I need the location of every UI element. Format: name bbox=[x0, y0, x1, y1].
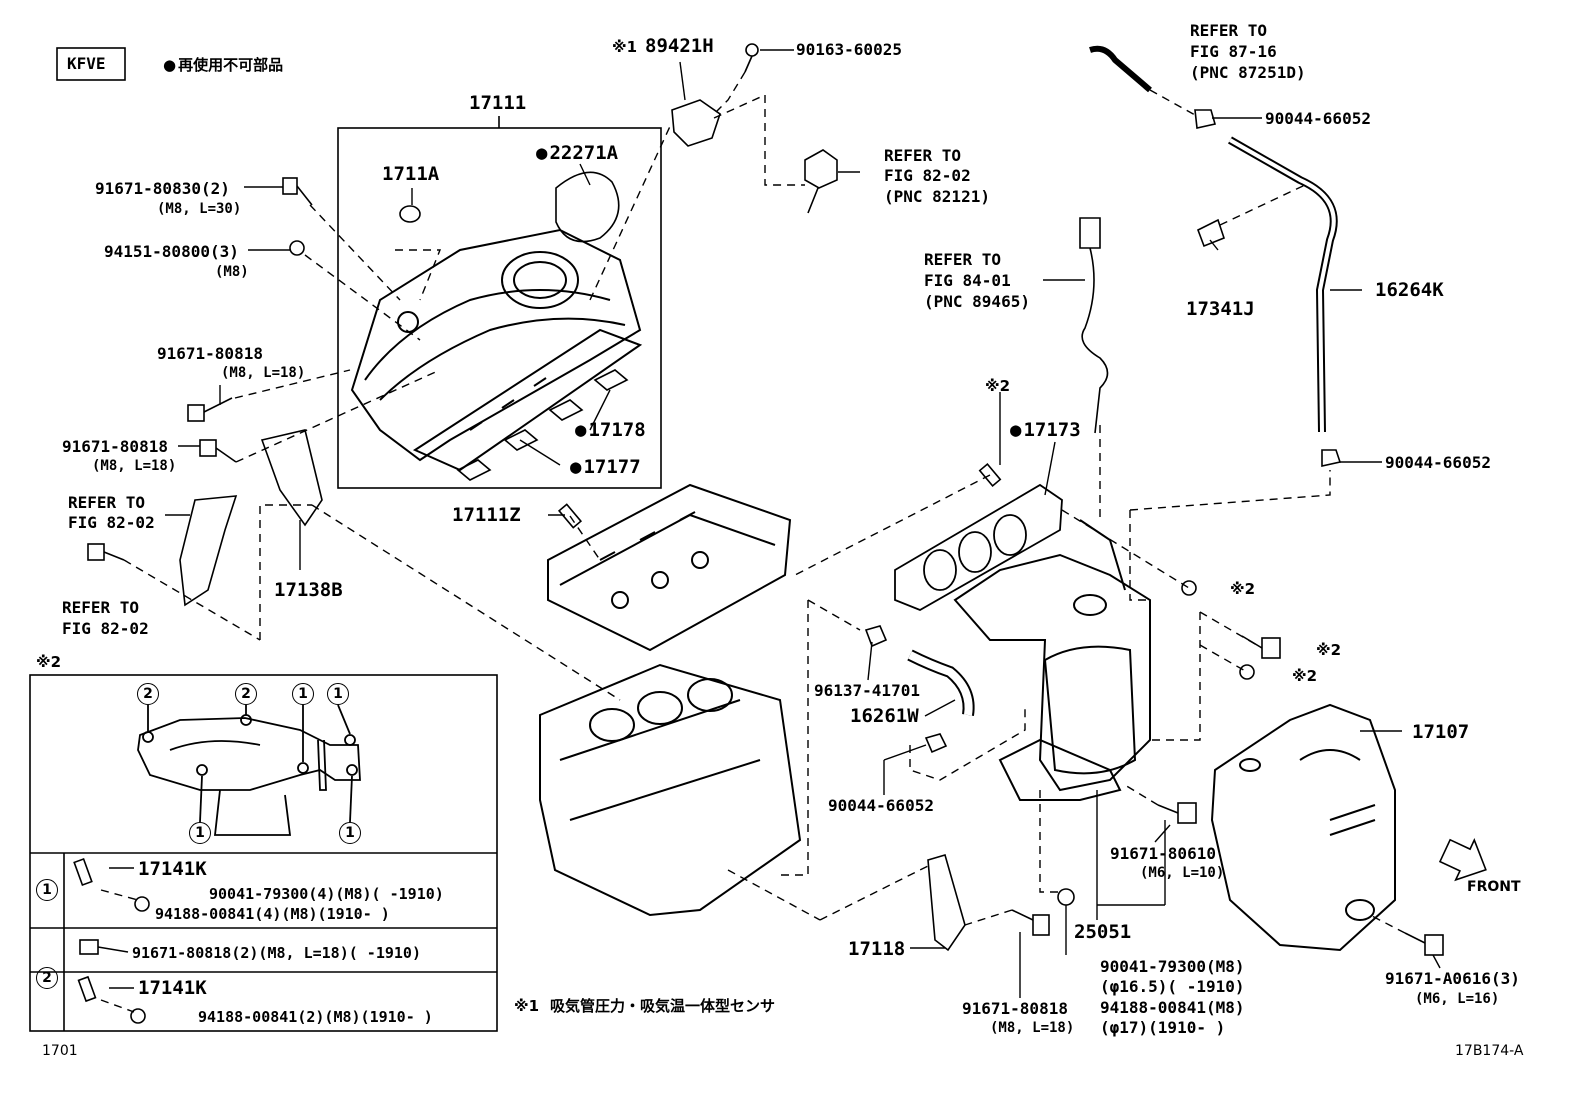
inset-row2-a[interactable]: 91671-80818(2)(M8, L=18)( -1910) bbox=[132, 944, 421, 962]
inset-row1-part[interactable]: 17141K bbox=[138, 858, 207, 880]
bracket-17118 bbox=[927, 854, 966, 952]
hose-16264k bbox=[1228, 136, 1338, 433]
heat-insulator-drawing bbox=[1210, 703, 1396, 952]
heat-insulator-17107[interactable]: 17107 bbox=[1412, 721, 1470, 743]
reuse-prohibited-legend: 再使用不可部品 bbox=[163, 56, 283, 74]
bracket-ref-82-02 bbox=[179, 495, 238, 607]
gasket-drawing bbox=[456, 369, 629, 481]
ref-fig-82-02-a-line3[interactable]: (PNC 82121) bbox=[884, 187, 990, 206]
figure-code: 17B174-A bbox=[1455, 1043, 1524, 1059]
ref-fig-82-02-c-line1[interactable]: REFER TO bbox=[62, 598, 140, 617]
fasteners bbox=[87, 109, 1444, 956]
bracket-17138b bbox=[260, 429, 323, 527]
engine-code-box bbox=[56, 47, 126, 81]
front-label: FRONT bbox=[1467, 879, 1521, 895]
mark-x2-17173: ※2 bbox=[985, 377, 1011, 395]
ref-fig-87-16-line1[interactable]: REFER TO bbox=[1190, 21, 1268, 40]
ref-fig-82-02-c-line2[interactable]: FIG 82-02 bbox=[62, 619, 149, 638]
part-17341j[interactable]: 17341J bbox=[1186, 298, 1255, 320]
converter-25051[interactable]: 25051 bbox=[1074, 921, 1132, 943]
bolt-91671-80830[interactable]: 91671-80830(2) bbox=[95, 179, 230, 198]
cylinder-head-drawing bbox=[547, 483, 792, 652]
nut-94188-00841-spec: (φ17)(1910- ) bbox=[1100, 1018, 1226, 1037]
bolt-91671-a0616-spec: (M6, L=16) bbox=[1415, 991, 1500, 1007]
part-17111z[interactable]: 17111Z bbox=[452, 504, 521, 526]
engine-code: KFVE bbox=[67, 54, 106, 73]
sensor-mark: ※1 bbox=[612, 38, 638, 56]
nut-90041-79300-spec: (φ16.5)( -1910) bbox=[1100, 977, 1245, 996]
nut-94188-00841[interactable]: 94188-00841(M8) bbox=[1100, 998, 1245, 1017]
bolt-91671-80818-b-spec: (M8, L=18) bbox=[92, 458, 177, 474]
inset-row2-b[interactable]: 94188-00841(2)(M8)(1910- ) bbox=[198, 1008, 433, 1026]
sensor-89421h bbox=[671, 99, 721, 147]
ref-fig-87-16-line2[interactable]: FIG 87-16 bbox=[1190, 42, 1277, 61]
footnote-text: 吸気管圧力・吸気温一体型センサ bbox=[550, 997, 776, 1015]
inset-row2-number: 2 bbox=[36, 967, 58, 989]
mark-x2-b: ※2 bbox=[1316, 641, 1342, 659]
inset-row1-a[interactable]: 90041-79300(4)(M8)( -1910) bbox=[209, 885, 444, 903]
front-arrow bbox=[1438, 838, 1487, 882]
ref-fig-82-02-b-line2[interactable]: FIG 82-02 bbox=[68, 513, 155, 532]
inset-callout-2a: 2 bbox=[137, 683, 159, 705]
inset-callout-1a: 1 bbox=[292, 683, 314, 705]
inset-callout-1b: 1 bbox=[327, 683, 349, 705]
bolt-91671-80610[interactable]: 91671-80610 bbox=[1110, 844, 1216, 863]
part-89421h[interactable]: 89421H bbox=[645, 35, 714, 57]
gasket-22271a bbox=[555, 171, 620, 243]
exhaust-manifold-drawing bbox=[953, 519, 1151, 801]
bracket-17118[interactable]: 17118 bbox=[848, 938, 906, 960]
bolt-91671-80818-a-spec: (M8, L=18) bbox=[221, 365, 306, 381]
hose-16264k[interactable]: 16264K bbox=[1375, 279, 1444, 301]
inset-callout-1d: 1 bbox=[339, 822, 361, 844]
cylinder-block-drawing bbox=[539, 663, 802, 917]
inset-callout-1c: 1 bbox=[189, 822, 211, 844]
part-17111[interactable]: 17111 bbox=[469, 92, 527, 114]
mark-x2-a: ※2 bbox=[1230, 580, 1256, 598]
footnote-mark: ※1 bbox=[514, 997, 540, 1015]
part-90163-60025[interactable]: 90163-60025 bbox=[796, 40, 902, 59]
ref-fig-84-01-line2[interactable]: FIG 84-01 bbox=[924, 271, 1011, 290]
ref-fig-84-01-line3[interactable]: (PNC 89465) bbox=[924, 292, 1030, 311]
inset-callout-2b: 2 bbox=[235, 683, 257, 705]
bolt-91671-80818-c-spec: (M8, L=18) bbox=[990, 1020, 1075, 1036]
ref-code: 1701 bbox=[42, 1043, 78, 1059]
bolt-91671-80830-spec: (M8, L=30) bbox=[157, 201, 242, 217]
gasket-17173[interactable]: 17173 bbox=[1010, 420, 1080, 441]
clamp-90044-66052-b[interactable]: 90044-66052 bbox=[1385, 453, 1491, 472]
inset-gasket-drawing bbox=[137, 704, 361, 836]
intake-manifold-drawing bbox=[350, 228, 643, 472]
bolt-91671-80818-a[interactable]: 91671-80818 bbox=[157, 344, 263, 363]
bolt-91671-80818-b[interactable]: 91671-80818 bbox=[62, 437, 168, 456]
nut-94151-80800-spec: (M8) bbox=[215, 264, 249, 280]
inset-mark: ※2 bbox=[36, 653, 62, 671]
ref-fig-87-16-line3[interactable]: (PNC 87251D) bbox=[1190, 63, 1306, 82]
hose-16261w[interactable]: 16261W bbox=[850, 705, 919, 727]
ref-fig-82-02-b-line1[interactable]: REFER TO bbox=[68, 493, 146, 512]
o2-sensor bbox=[1079, 217, 1109, 434]
part-22271a[interactable]: 22271A bbox=[536, 143, 618, 164]
ref-fig-84-01-line1[interactable]: REFER TO bbox=[924, 250, 1002, 269]
part-17177[interactable]: 17177 bbox=[570, 457, 640, 478]
clamp-90044-66052-a[interactable]: 90044-66052 bbox=[1265, 109, 1371, 128]
ref-fig-82-02-a-line2[interactable]: FIG 82-02 bbox=[884, 166, 971, 185]
ref-fig-82-02-a-line1[interactable]: REFER TO bbox=[884, 146, 962, 165]
bolt-91671-80818-c[interactable]: 91671-80818 bbox=[962, 999, 1068, 1018]
clamp-96137-41701[interactable]: 96137-41701 bbox=[814, 681, 920, 700]
part-17138b[interactable]: 17138B bbox=[274, 579, 343, 601]
exhaust-gasket-drawing bbox=[894, 483, 1063, 611]
nut-94151-80800[interactable]: 94151-80800(3) bbox=[104, 242, 239, 261]
part-1711a[interactable]: 1711A bbox=[382, 163, 440, 185]
inset-row1-b[interactable]: 94188-00841(4)(M8)(1910- ) bbox=[155, 905, 390, 923]
inset-row2-part[interactable]: 17141K bbox=[138, 977, 207, 999]
inset-row1-number: 1 bbox=[36, 879, 58, 901]
nut-90041-79300[interactable]: 90041-79300(M8) bbox=[1100, 957, 1245, 976]
bolt-91671-80610-spec: (M6, L=10) bbox=[1140, 865, 1225, 881]
mark-x2-c: ※2 bbox=[1292, 667, 1318, 685]
bolt-91671-a0616[interactable]: 91671-A0616(3) bbox=[1385, 969, 1520, 988]
clamp-90044-66052-c[interactable]: 90044-66052 bbox=[828, 796, 934, 815]
part-17178[interactable]: 17178 bbox=[575, 420, 645, 441]
